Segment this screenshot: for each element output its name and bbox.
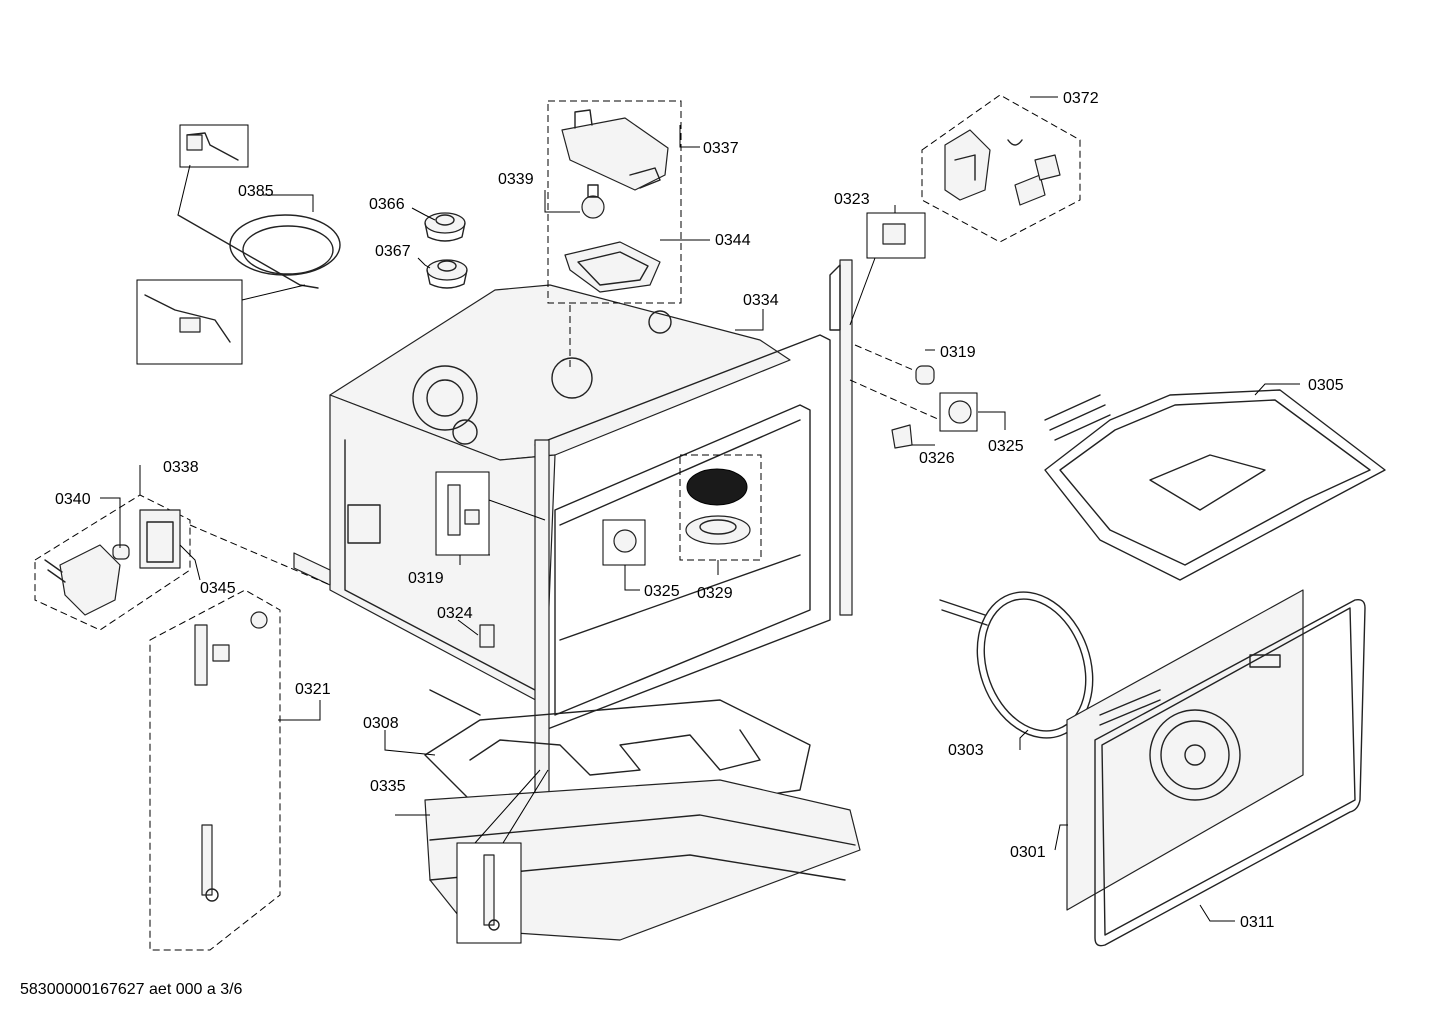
label-0340: 0340 [55, 491, 91, 508]
label-0325-mid: 0325 [644, 583, 680, 600]
label-0385: 0385 [238, 183, 274, 200]
label-0372: 0372 [1063, 90, 1099, 107]
label-0308: 0308 [363, 715, 399, 732]
document-reference: 58300000167627 aet 000 a 3/6 [20, 981, 243, 998]
label-0344: 0344 [715, 232, 751, 249]
part-labels: 0372 0337 0339 0385 0323 0366 0344 0367 … [55, 90, 1344, 931]
label-0334: 0334 [743, 292, 779, 309]
label-0335: 0335 [370, 778, 406, 795]
label-0323: 0323 [834, 191, 870, 208]
ring-heating-element-0303 [939, 591, 1094, 739]
label-0345: 0345 [200, 580, 236, 597]
label-0366: 0366 [369, 196, 405, 213]
label-0326: 0326 [919, 450, 955, 467]
door-gasket-0311 [1094, 598, 1366, 947]
label-0339: 0339 [498, 171, 534, 188]
label-0367: 0367 [375, 243, 411, 260]
label-0329: 0329 [697, 585, 733, 602]
lamp-assembly [547, 100, 682, 370]
small-parts-right [849, 212, 978, 449]
label-0337: 0337 [703, 140, 739, 157]
label-0319-mid: 0319 [408, 570, 444, 587]
label-0301: 0301 [1010, 844, 1046, 861]
label-0338: 0338 [163, 459, 199, 476]
top-heating-element-0305 [1044, 389, 1386, 581]
rear-panel-0301 [1066, 589, 1304, 911]
interior-parts [435, 454, 762, 648]
temperature-sensor [136, 124, 341, 365]
hinge-parts-0321 [149, 589, 281, 951]
switch-0340-group [34, 494, 331, 631]
rail-detail [456, 769, 549, 944]
label-0303: 0303 [948, 742, 984, 759]
label-0319-top: 0319 [940, 344, 976, 361]
leader-lines [100, 96, 1300, 922]
label-0305: 0305 [1308, 377, 1344, 394]
door-switch-assembly [921, 94, 1081, 243]
label-0311: 0311 [1240, 914, 1275, 931]
label-0321: 0321 [295, 681, 331, 698]
knobs [424, 212, 468, 289]
label-0324: 0324 [437, 605, 473, 622]
label-0325-right: 0325 [988, 438, 1024, 455]
